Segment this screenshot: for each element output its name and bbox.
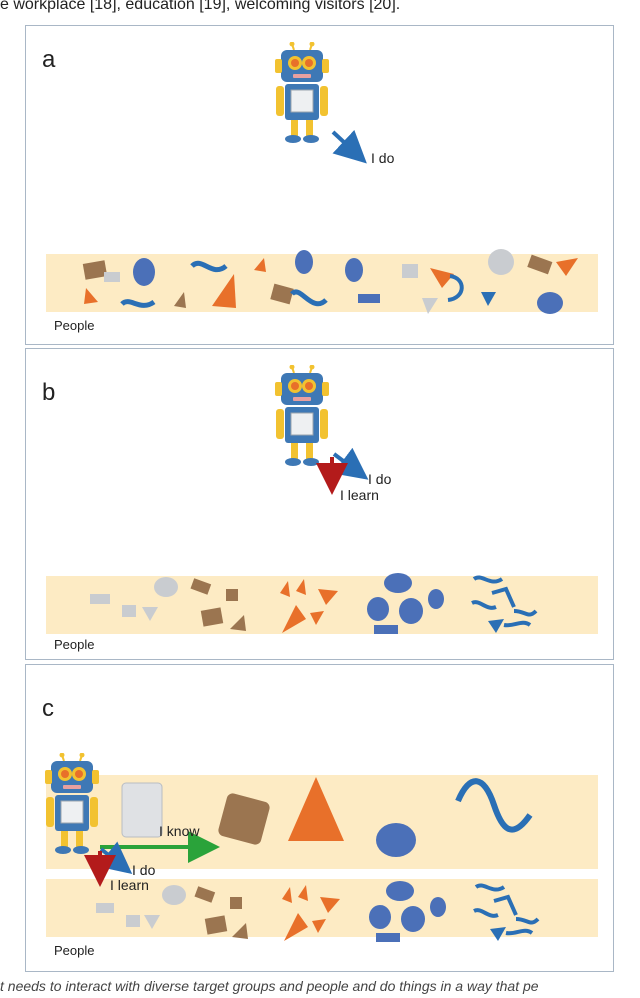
people-label: People xyxy=(54,943,95,958)
do-label: I do xyxy=(368,471,392,487)
panel-c: c I know I do I learn xyxy=(25,664,614,972)
people-shapes-grouped xyxy=(90,573,538,634)
do-learn-arrows xyxy=(316,447,369,495)
learn-label: I learn xyxy=(110,877,149,893)
learn-label: I learn xyxy=(340,487,379,503)
people-shapes xyxy=(82,249,578,314)
people-band xyxy=(46,879,598,937)
do-label: I do xyxy=(371,150,395,166)
panel-b: b I do I learn People xyxy=(25,348,614,660)
panel-a-letter: a xyxy=(42,46,56,73)
do-label: I do xyxy=(132,862,156,878)
people-label: People xyxy=(54,318,95,333)
panel-b-letter: b xyxy=(42,379,56,406)
people-shapes-grouped xyxy=(96,881,540,942)
people-label: People xyxy=(54,637,95,652)
panel-c-letter: c xyxy=(42,695,54,722)
context-text-top: e workplace [18], education [19], welcom… xyxy=(0,0,401,13)
know-label: I know xyxy=(159,823,200,839)
panel-a: a I do People xyxy=(25,25,614,345)
do-arrow xyxy=(331,129,367,164)
knowledge-shapes xyxy=(121,777,533,857)
know-do-learn-arrows xyxy=(84,831,220,887)
caption-text-bottom: t needs to interact with diverse target … xyxy=(0,978,539,994)
